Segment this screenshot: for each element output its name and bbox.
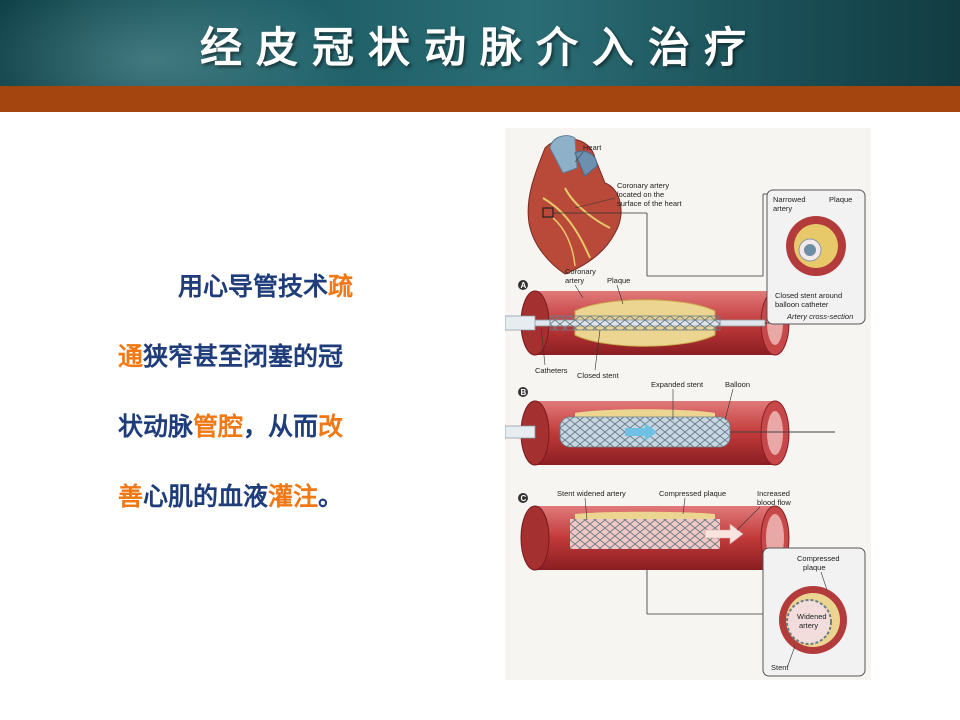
text-segment: 状动脉	[118, 412, 194, 441]
highlight-segment: 疏	[328, 272, 354, 301]
label-closed-stent: Closed stent	[577, 371, 620, 380]
text-segment: 用心导管技术	[178, 272, 329, 301]
text-segment: 狭窄甚至闭塞的冠	[143, 342, 344, 371]
accent-band	[0, 86, 960, 112]
label-plaque-a: Plaque	[607, 276, 630, 285]
label-increased-blood-flow-1: Increased	[757, 489, 790, 498]
panel-a-badge	[518, 280, 528, 290]
label-coronary-surface-3: surface of the heart	[617, 199, 683, 208]
highlight-segment: 改	[318, 412, 344, 441]
panel-b-letter: B	[521, 388, 527, 397]
label-narrowed-artery-1: Narrowed	[773, 195, 806, 204]
panel-b-badge	[518, 387, 528, 397]
label-heart: Heart	[583, 143, 602, 152]
label-coronary-artery-1: Coronary	[565, 267, 596, 276]
label-inset-plaque: Plaque	[829, 195, 852, 204]
slide-title: 经皮冠状动脉介入治疗	[199, 23, 760, 72]
highlight-segment: 善	[118, 482, 144, 511]
heart-illustration	[527, 135, 648, 276]
text-segment: 。	[318, 482, 344, 511]
highlight-segment: 灌注	[268, 482, 319, 511]
title-bar: 经皮冠状动脉介入治疗	[0, 0, 960, 86]
pci-diagram: Heart Coronary artery located on the sur…	[505, 135, 866, 677]
title-bar-glow	[0, 0, 360, 86]
label-closed-stent-around-2: balloon catheter	[775, 300, 829, 309]
highlight-segment: 管腔	[193, 412, 244, 441]
label-narrowed-artery-2: artery	[773, 204, 792, 213]
label-stent-widened-artery: Stent widened artery	[557, 489, 626, 498]
panel-c-letter: C	[521, 494, 527, 503]
label-stent: Stent	[771, 663, 789, 672]
label-coronary-surface-1: Coronary artery	[617, 181, 669, 190]
panel-c-badge	[518, 493, 528, 503]
label-expanded-stent: Expanded stent	[651, 380, 704, 389]
highlight-segment: 通	[118, 342, 144, 371]
label-catheters: Catheters	[535, 366, 568, 375]
label-coronary-artery-2: artery	[565, 276, 584, 285]
inset-cross-section-2	[762, 547, 866, 677]
label-widened-artery-1: Widened	[797, 612, 827, 621]
label-compressed-plaque-2-1: Compressed	[797, 554, 840, 563]
label-coronary-surface-2: located on the	[617, 190, 664, 199]
text-segment: 心肌的血液	[143, 482, 269, 511]
text-segment: ，从而	[243, 412, 319, 441]
pci-illustration: Heart Coronary artery located on the sur…	[505, 128, 871, 680]
label-increased-blood-flow-2: blood flow	[757, 498, 791, 507]
panel-c-vessel	[520, 505, 790, 571]
body-paragraph: 用心导管技术疏通狭窄甚至闭塞的冠状动脉管腔，从而改善心肌的血液灌注。	[118, 252, 418, 532]
label-balloon: Balloon	[725, 380, 750, 389]
inset-cross-section-1	[766, 189, 866, 325]
label-artery-cross-section: Artery cross-section	[786, 312, 853, 321]
label-closed-stent-around-1: Closed stent around	[775, 291, 842, 300]
label-widened-artery-2: artery	[799, 621, 818, 630]
panel-b-vessel	[505, 400, 835, 466]
label-compressed-plaque: Compressed plaque	[659, 489, 726, 498]
label-compressed-plaque-2-2: plaque	[803, 563, 826, 572]
panel-a-letter: A	[521, 281, 527, 290]
